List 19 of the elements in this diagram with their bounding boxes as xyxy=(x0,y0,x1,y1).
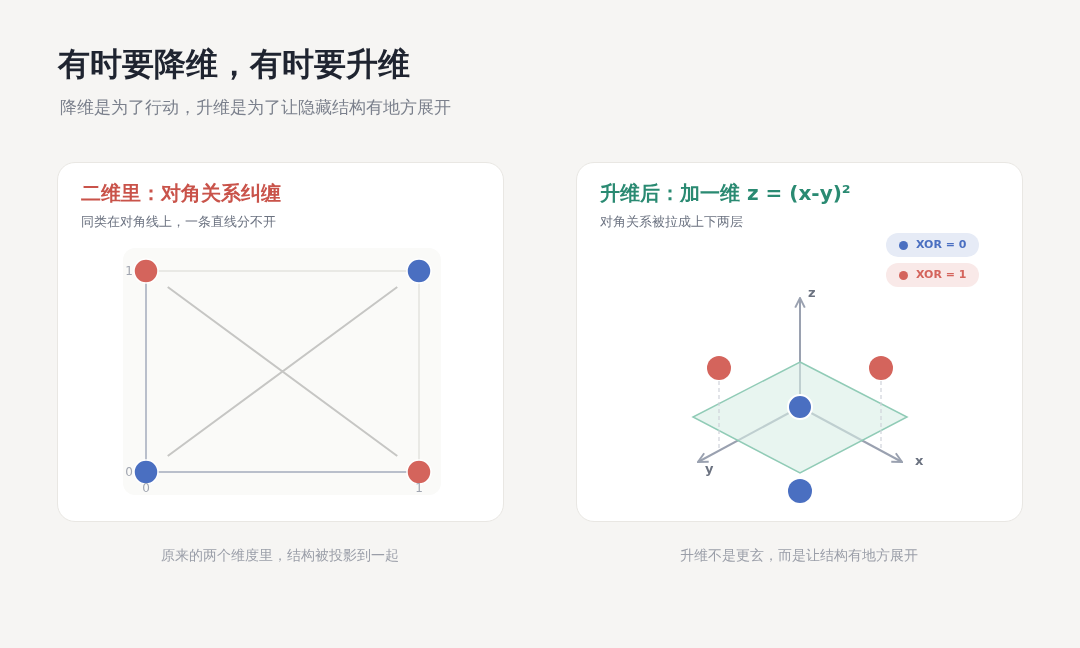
page-subtitle: 降维是为了行动，升维是为了让隐藏结构有地方展开 xyxy=(60,96,451,118)
axis-label: x xyxy=(915,453,924,469)
panel-subtitle: 对角关系被拉成上下两层 xyxy=(600,213,743,231)
legend-label: XOR = 0 xyxy=(916,237,967,253)
tick-label: 1 xyxy=(415,481,423,495)
panel-subtitle: 同类在对角线上，一条直线分不开 xyxy=(81,213,276,231)
legend-label: XOR = 1 xyxy=(916,267,967,283)
panel-heading: 升维后：加一维 z = (x-y)² xyxy=(600,180,851,206)
panel-card xyxy=(576,162,1023,522)
axis-label: z xyxy=(808,285,816,301)
panel-caption: 原来的两个维度里，结构被投影到一起 xyxy=(161,546,399,565)
panel-card xyxy=(57,162,504,522)
tick-label: 0 xyxy=(142,481,150,495)
tick-label: 0 xyxy=(125,465,133,479)
panel-heading: 二维里：对角关系纠缠 xyxy=(81,180,281,206)
page-title: 有时要降维，有时要升维 xyxy=(58,44,410,84)
axis-label: y xyxy=(705,461,714,477)
tick-label: 1 xyxy=(125,264,133,278)
panel-caption: 升维不是更玄，而是让结构有地方展开 xyxy=(680,546,918,565)
